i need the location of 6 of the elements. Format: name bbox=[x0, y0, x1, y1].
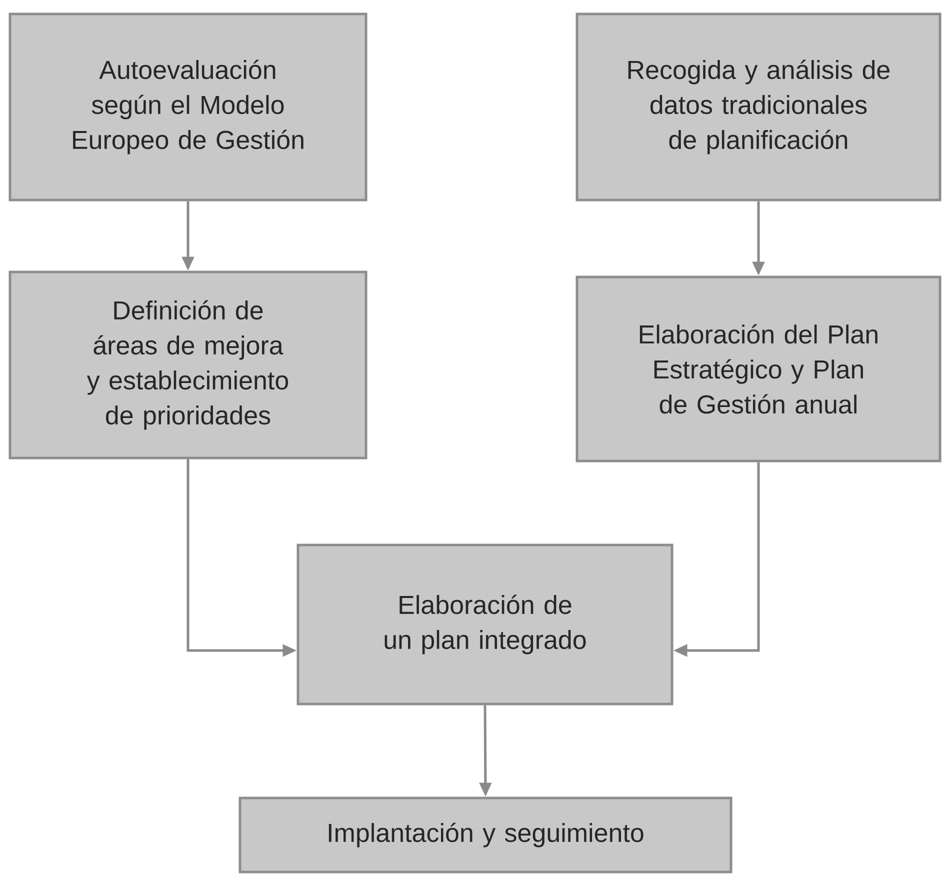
process-box: Definición de áreas de mejora y establecimiento de prioridades bbox=[8, 270, 368, 460]
process-box: Elaboración de un plan integrado bbox=[296, 544, 674, 706]
process-box: Implantación y seguimiento bbox=[238, 796, 732, 874]
process-box: Recogida y análisis de datos tradicionales de planificación bbox=[576, 12, 942, 202]
process-box: Autoevaluación según el Modelo Europeo de Gestión bbox=[8, 12, 368, 202]
process-box: Elaboración del Plan Estratégico y Plan de Gestión anual bbox=[576, 276, 942, 462]
